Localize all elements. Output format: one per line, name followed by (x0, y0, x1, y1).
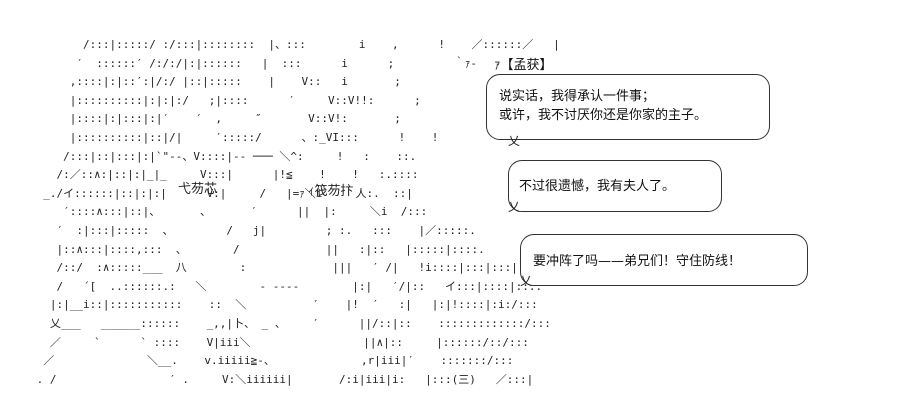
ascii-art-line: ,::::|:|::′:|/:/ |::|::::: | V:: i ; (30, 75, 401, 89)
ascii-art-line: |::::::::::|::|/| ′:::::/ 、:_VI::: ! ! (30, 131, 439, 144)
art-label-right: ｨ筏芴抃 (308, 184, 354, 199)
ascii-art-line: . / ′ . V:＼iiiiii| /:i|iii|i: |:::(三) ／:… (30, 372, 534, 386)
ascii-art-line: /:::|::|:::|:|`"‐-、V::::|‐‐ ─── ＼^: ! : … (30, 149, 417, 163)
ascii-art-line: /::/ :∧:::::___ 八 : ||| ′ /| !i::::|:::|… (30, 261, 518, 275)
ascii-art-line: _./イ::::::|::|:|:| V:| / |=ｧ＼i 人:. ::| (30, 186, 413, 200)
speech-bubble-2: 不过很遗憾，我有夫人了。 (508, 160, 722, 212)
art-label-left: 弋芴芯 (178, 182, 218, 197)
ascii-art-line: / ´[ ..::::::.: ＼ ‐ -‐‐‐ |:| ′/|:: イ:::|… (30, 279, 543, 293)
ascii-art-line: |::::::::::|:|:|:/ ;|:::: ′ V::V!!: ; (30, 93, 421, 107)
bubble-1-line-1: 说实话，我得承认一件事； (499, 89, 656, 104)
bubble-2-line-1: 不过很遗憾，我有夫人了。 (519, 179, 676, 194)
ascii-art-line: /:／::∧:|::|:|_|_ V:::| |!≦ ! ! :.:::: (30, 168, 419, 182)
bubble-1-line-2: 或许，我不讨厌你还是你家的主子。 (499, 108, 708, 123)
ascii-art-line: ／ ＼__. v.iiiii≧-、 ,r|iii|′ :::::::/::: (30, 354, 514, 368)
ascii-art-line: |:|__i::|::::::::::: :: ＼ ′ |! ′ :| |:|!… (30, 298, 538, 312)
speaker-name: ｧ【孟获】 (494, 58, 553, 73)
ascii-art-line: 乂___ ______:::::: _,,|卜、 _ 、 ′ ||/::|:: … (30, 317, 551, 330)
bubble-3-tail: 乂 (520, 274, 533, 288)
ascii-art-line: ′ :|:::|::::: 、 / j| ; :. ::: |／:::::. (30, 224, 476, 237)
speech-bubble-1: 说实话，我得承认一件事； 或许，我不讨厌你还是你家的主子。 (486, 74, 770, 140)
bubble-1-tail: 乂 (508, 134, 521, 148)
ascii-art-line: |::::|:|:::|:|′ ′ , ″ V::V!: ; (30, 112, 401, 126)
bubble-3-line-1: 要冲阵了吗——弟兄们！守住防线！ (533, 254, 742, 269)
ascii-art-line: /:::|:::::/ :/:::|:::::::: |、::: i , ! ／… (30, 38, 560, 51)
ascii-art-line: ／ ` ` :::: V|iii＼ ||∧|:: |::::::/::/::: (30, 335, 529, 349)
bubble-2-tail: 乂 (508, 200, 521, 214)
ascii-art-line: ′ ::::::′ /:/:/|:|:::::: | ::: i ; ｀ｧ‐ (30, 56, 477, 70)
speech-bubble-3: 要冲阵了吗——弟兄们！守住防线！ (520, 234, 808, 286)
ascii-art-line: |::∧:::|::::,::: 、 / || :|:: |:::::|::::… (30, 242, 485, 256)
ascii-art-line: ′::::∧:::|::|、 、 ′ || |: ＼i /::: (30, 205, 428, 219)
